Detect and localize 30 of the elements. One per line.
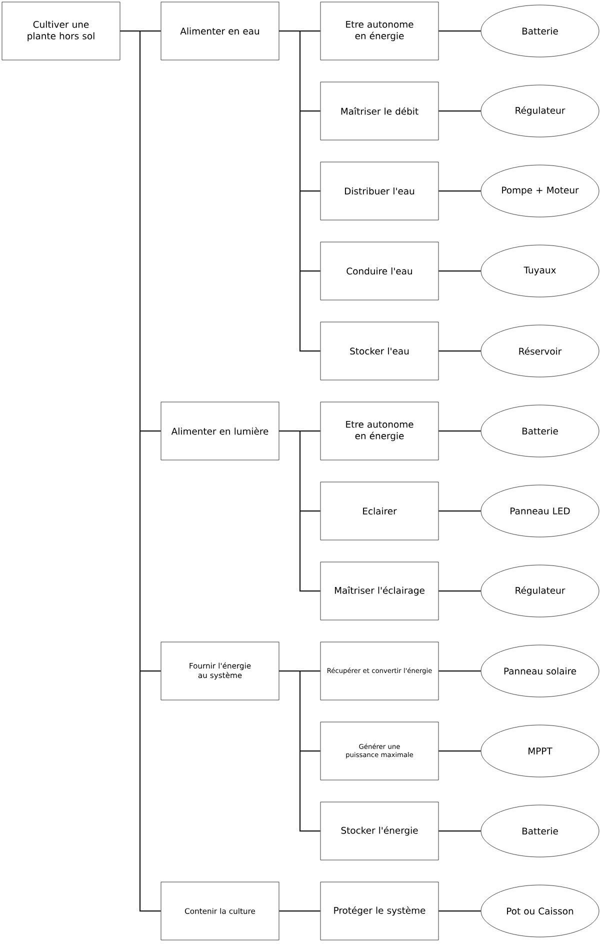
function-box: Maîtriser le débit xyxy=(320,82,439,140)
connector-line xyxy=(438,430,482,432)
connector-line xyxy=(438,590,482,592)
function-box: Protéger le système xyxy=(320,882,439,940)
connector-line xyxy=(438,270,482,272)
connector-line xyxy=(438,510,482,512)
function-box: Alimenter en lumière xyxy=(160,402,280,460)
connector-line xyxy=(438,750,482,752)
function-box: Stocker l'eau xyxy=(320,322,439,380)
connector-line xyxy=(278,910,321,912)
connector-line xyxy=(438,910,482,912)
function-box: Eclairer xyxy=(320,482,439,540)
function-box: Conduire l'eau xyxy=(320,242,439,300)
function-box: Alimenter en eau xyxy=(160,2,280,60)
function-box: Maîtriser l'éclairage xyxy=(320,562,439,620)
connector-line xyxy=(438,670,482,672)
connector-line xyxy=(438,190,482,192)
function-box: Cultiver une plante hors sol xyxy=(2,2,120,60)
function-box: Stocker l'énergie xyxy=(320,802,439,860)
connector-line xyxy=(278,670,321,832)
connector-line xyxy=(438,350,482,352)
connector-line xyxy=(438,110,482,112)
connector-line xyxy=(438,30,482,32)
connector-line xyxy=(120,30,162,912)
function-box: Distribuer l'eau xyxy=(320,162,439,220)
connector-line xyxy=(278,430,321,592)
function-box: Etre autonome en énergie xyxy=(320,2,439,60)
function-box: Etre autonome en énergie xyxy=(320,402,439,460)
connector-line xyxy=(278,30,321,352)
connector-line xyxy=(438,830,482,832)
